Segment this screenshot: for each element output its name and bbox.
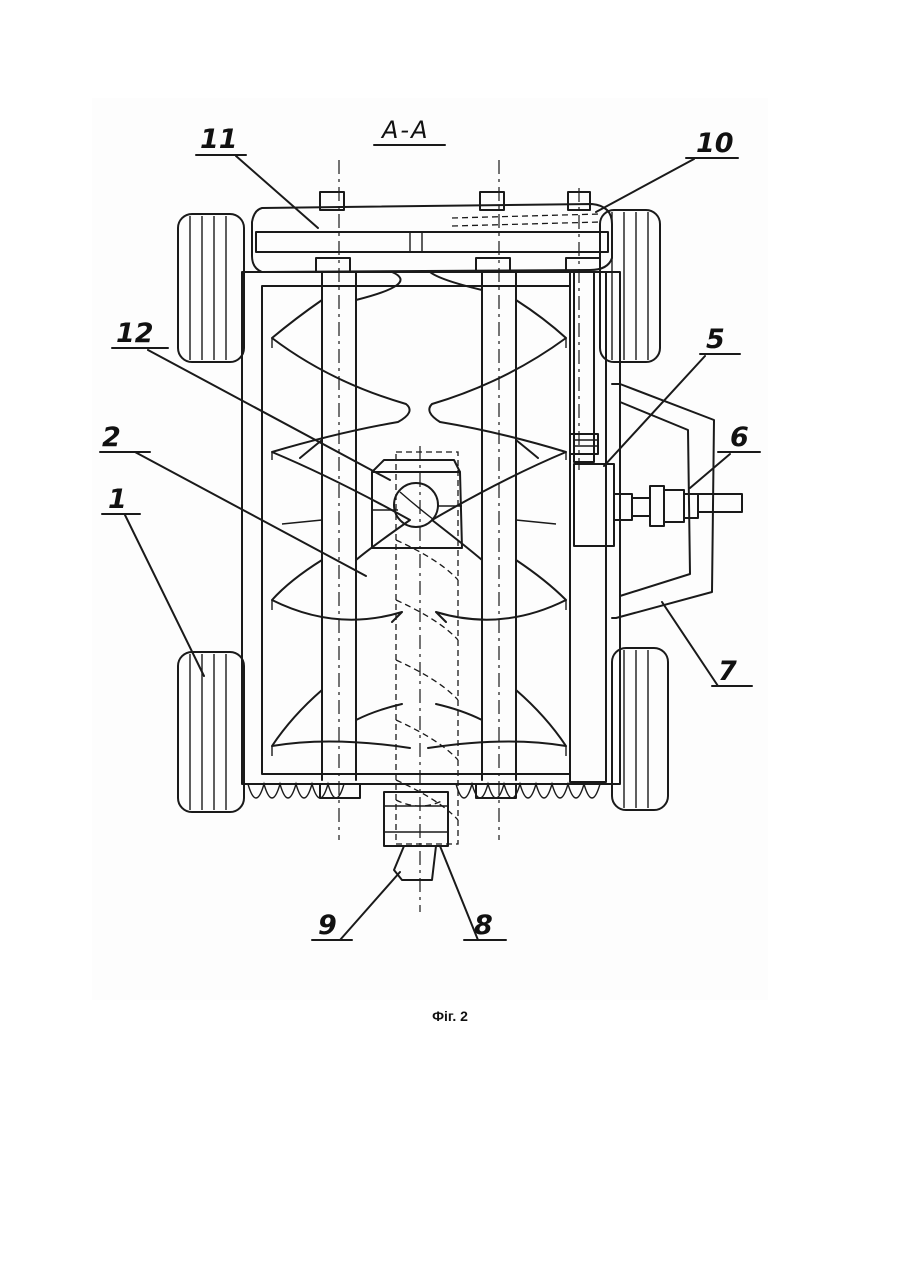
pto-shaft: [614, 486, 742, 526]
left-auger: [272, 272, 410, 780]
gearbox: [574, 464, 614, 546]
callout-5: 5: [706, 324, 725, 355]
callout-10: 10: [696, 128, 734, 159]
outlet-housing: [384, 792, 448, 846]
hopper-body: [242, 272, 620, 784]
section-label: A-A: [380, 116, 430, 144]
outlet-nozzle: [394, 846, 436, 880]
wheel-front-left: [178, 214, 244, 362]
right-auger: [428, 272, 566, 780]
callout-7: 7: [718, 656, 737, 687]
callout-11: 11: [200, 124, 238, 155]
top-drive-housing: [252, 204, 612, 272]
side-drive-shaft: [570, 272, 598, 462]
wheel-rear-left: [178, 652, 244, 812]
callout-9: 9: [318, 910, 337, 941]
distributor-box: [372, 460, 462, 548]
figure-caption: Фіг. 2: [380, 1008, 520, 1024]
callout-1: 1: [108, 484, 127, 515]
callout-2: 2: [102, 422, 121, 453]
callout-8: 8: [474, 910, 493, 941]
callout-6: 6: [730, 422, 749, 453]
callout-12: 12: [116, 318, 154, 349]
